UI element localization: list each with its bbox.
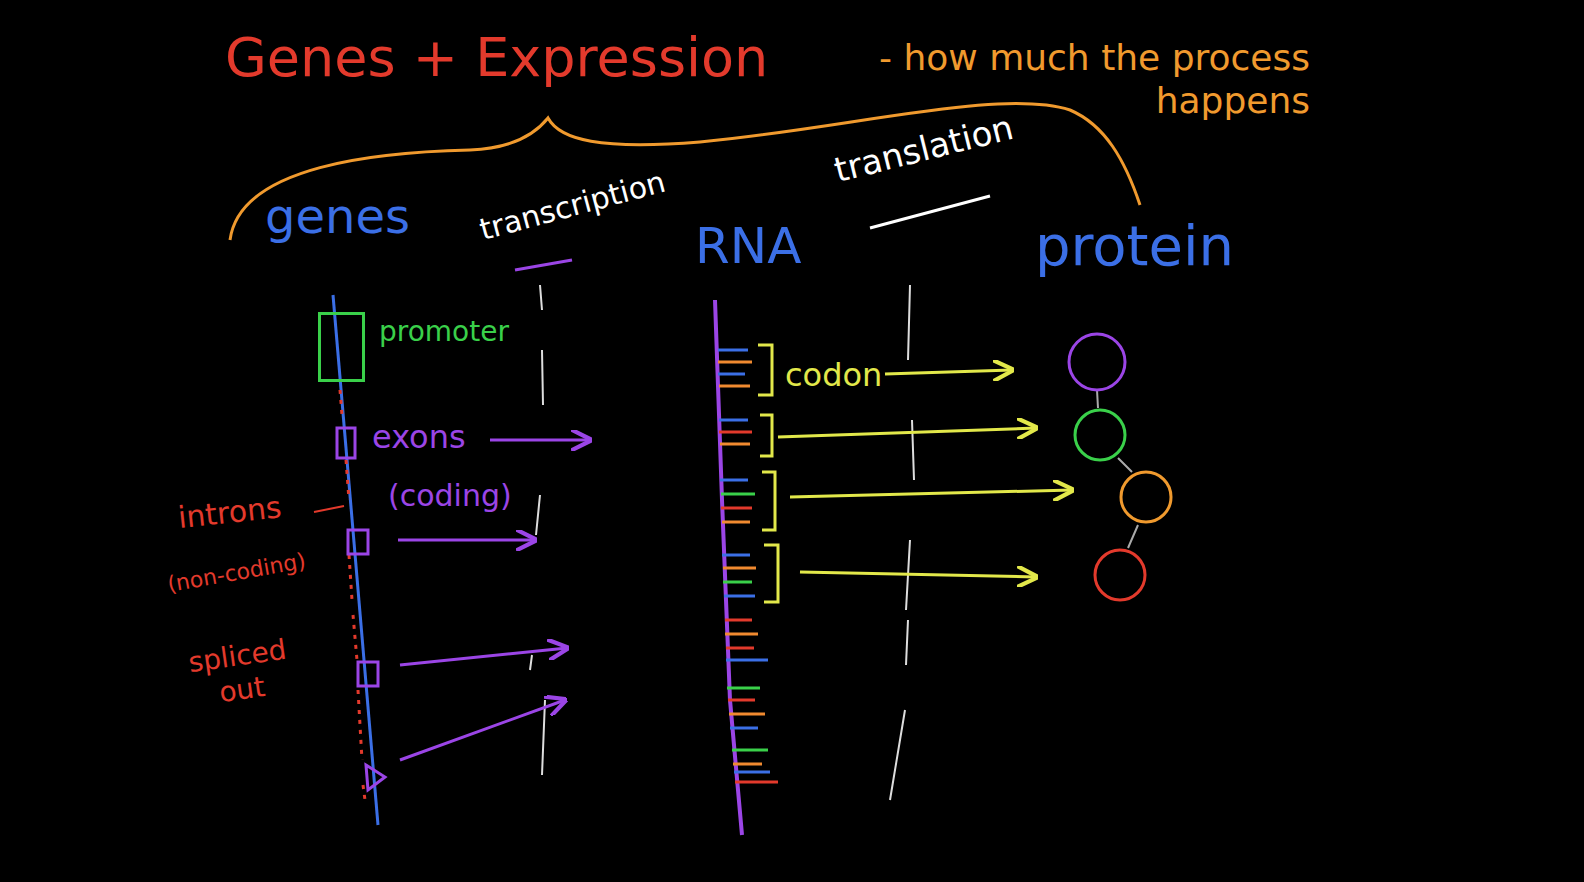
translation-arrow [885, 370, 1012, 374]
gene-strand [333, 295, 378, 825]
annotation: - how much the process happens [840, 36, 1310, 122]
nucleotide [733, 763, 762, 766]
nucleotide-ticks [718, 350, 778, 782]
intron-dashes [340, 390, 365, 800]
underline [870, 196, 990, 228]
amino-acid [1075, 410, 1125, 460]
codon-bracket [760, 415, 772, 456]
nucleotide [718, 361, 752, 364]
part-label: introns [176, 489, 283, 536]
nucleotide [730, 727, 758, 730]
amino-acid [1095, 550, 1145, 600]
nucleotide [724, 595, 755, 598]
title: Genes + Expression [225, 26, 768, 91]
translation-arrow [790, 490, 1072, 497]
translation-arrow [778, 428, 1036, 437]
nucleotide [719, 431, 752, 434]
amino-acid [1121, 472, 1171, 522]
codon-bracket [764, 545, 778, 602]
peptide-bond [1097, 390, 1138, 548]
nucleotide [721, 493, 755, 496]
part-label: (non-coding) [165, 548, 307, 598]
exon-arrow [400, 648, 567, 665]
stage-heading: protein [1035, 212, 1234, 279]
exon-arrow [400, 700, 565, 760]
nucleotide [726, 647, 754, 650]
divider [890, 285, 914, 800]
nucleotide [727, 687, 760, 690]
nucleotide [719, 419, 748, 422]
exon-box [366, 765, 385, 790]
nucleotide [725, 619, 752, 622]
part-label: (coding) [388, 478, 512, 514]
leader-line [314, 506, 344, 512]
nucleotide [735, 781, 778, 784]
nucleotide [728, 699, 755, 702]
codon-bracket [758, 345, 772, 395]
stage-heading: genes [265, 188, 410, 246]
promoter-box: promoter [318, 312, 365, 382]
stage-heading: RNA [695, 216, 801, 276]
exon-box [337, 428, 355, 458]
nucleotide [725, 633, 758, 636]
nucleotide [718, 349, 748, 352]
nucleotide [722, 521, 750, 524]
codon-bracket [762, 472, 775, 530]
nucleotide [719, 385, 750, 388]
translation-arrow [800, 572, 1036, 577]
process-label: transcription [476, 164, 670, 248]
part-label: spliced out [171, 631, 309, 716]
nucleotide [721, 507, 752, 510]
amino-acid [1069, 334, 1125, 390]
nucleotide [720, 443, 750, 446]
nucleotide [729, 713, 765, 716]
exon-box [358, 662, 378, 686]
nucleotide [723, 581, 752, 584]
node-label: promoter [379, 315, 509, 349]
underline [515, 260, 572, 270]
nucleotide [722, 554, 750, 557]
divider [530, 285, 545, 775]
exon-box [348, 530, 368, 554]
nucleotide [720, 479, 748, 482]
nucleotide [734, 771, 770, 774]
nucleotide [732, 749, 768, 752]
nucleotide [723, 567, 756, 570]
nucleotide [726, 659, 768, 662]
exon-arrow [490, 439, 590, 442]
exon-arrow [398, 539, 535, 542]
part-label: exons [372, 418, 466, 456]
part-label: codon [785, 356, 882, 394]
nucleotide [718, 373, 745, 376]
